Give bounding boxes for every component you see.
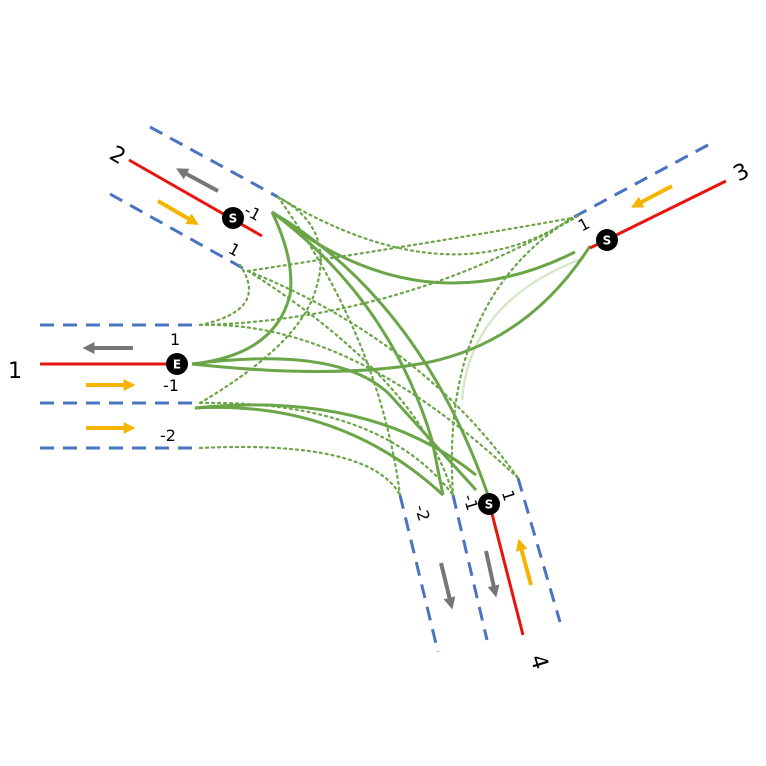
dotted-road1-road3-a bbox=[198, 214, 580, 327]
lane-label-road4-1: 1 bbox=[498, 488, 519, 503]
lane-label-road1-1: 1 bbox=[170, 330, 180, 349]
direction-arrows bbox=[82, 168, 673, 610]
connection-road1-road4-b bbox=[194, 403, 477, 477]
dotted-road3-road4-a bbox=[450, 216, 574, 497]
connection-road2-road4-b bbox=[271, 210, 445, 496]
lane-label-road1-m1: -1 bbox=[163, 376, 179, 395]
road2-boundary-right bbox=[109, 192, 249, 273]
dotted-road1-road4-a bbox=[198, 323, 520, 480]
yellow-arrow-icon bbox=[631, 184, 673, 208]
road-label-4: 4 bbox=[525, 652, 553, 673]
solid-connections bbox=[191, 210, 592, 497]
svg-text:S: S bbox=[229, 212, 238, 226]
gray-arrow-icon bbox=[484, 550, 500, 598]
dotted-road2-road4-a bbox=[276, 195, 402, 497]
lane-label-road2-1: 1 bbox=[225, 239, 243, 261]
svg-text:S: S bbox=[603, 234, 612, 248]
connection-road1-road3 bbox=[191, 245, 592, 373]
dotted-connections bbox=[198, 195, 580, 497]
lane-label-road4-m1: -1 bbox=[459, 492, 482, 513]
svg-text:E: E bbox=[173, 358, 181, 372]
faint-connection-curve bbox=[460, 256, 585, 401]
node-road-1-end: E bbox=[166, 353, 188, 375]
node-road-2-start: S bbox=[222, 207, 244, 229]
gray-arrow-icon bbox=[176, 168, 219, 193]
lane-label-road3-1: 1 bbox=[575, 214, 593, 236]
dotted-road1-road2-a bbox=[198, 263, 251, 327]
road4-reference-line bbox=[488, 505, 525, 636]
dotted-road2-road3-b bbox=[246, 216, 574, 273]
node-road-4-start: S bbox=[478, 493, 500, 515]
connection-road2-road4-a bbox=[271, 210, 490, 496]
connection-road2-road3 bbox=[271, 210, 576, 285]
road4-boundary-right1 bbox=[451, 494, 489, 641]
road4-boundary-left bbox=[516, 477, 562, 623]
road-label-3: 3 bbox=[730, 159, 754, 188]
node-road-3-start: S bbox=[596, 229, 618, 251]
lane-label-road2-m1: -1 bbox=[241, 201, 264, 225]
dotted-road2-road3-a bbox=[276, 195, 574, 256]
road2-reference-line bbox=[128, 158, 263, 238]
lane-label-road4-m2: -2 bbox=[411, 502, 434, 523]
road-label-1: 1 bbox=[8, 359, 22, 384]
yellow-arrow-icon bbox=[156, 199, 199, 225]
reference-lines bbox=[40, 158, 727, 636]
gray-arrow-icon bbox=[439, 562, 456, 610]
dotted-road1-road4-b bbox=[198, 195, 322, 405]
svg-text:S: S bbox=[485, 498, 494, 512]
road3-boundary-left bbox=[571, 143, 709, 220]
connection-road1-road2 bbox=[191, 211, 293, 366]
connection-road1-road4-a bbox=[191, 357, 478, 492]
road2-boundary-left bbox=[149, 125, 279, 199]
lane-label-road1-m2: -2 bbox=[160, 426, 176, 445]
connection-road1-road4-c bbox=[194, 405, 445, 497]
road-label-2: 2 bbox=[105, 141, 130, 170]
dotted-road3-road4-b bbox=[246, 269, 455, 497]
yellow-arrow-icon bbox=[515, 538, 533, 586]
road4-boundary-right2 bbox=[398, 494, 440, 653]
lane-boundaries bbox=[40, 125, 709, 653]
dotted-road1-road4-d bbox=[198, 445, 402, 497]
